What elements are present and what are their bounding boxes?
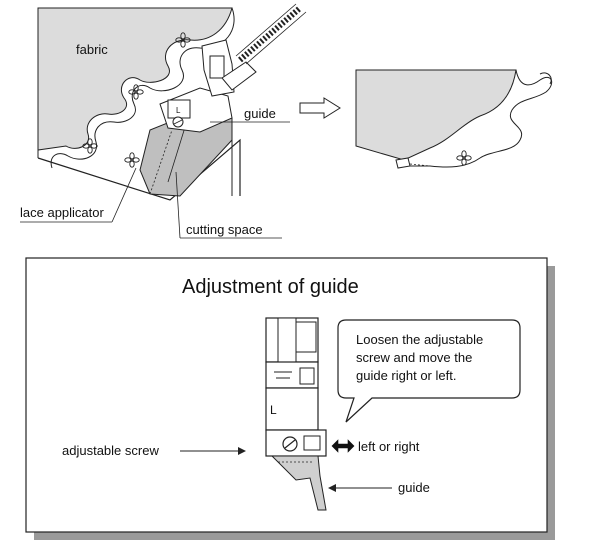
result-arrow-icon xyxy=(299,97,341,119)
flower-icon xyxy=(128,84,144,100)
adjustment-box: Adjustment of guide Loosen the adjustabl… xyxy=(25,257,555,540)
fabric-label: fabric xyxy=(76,42,108,57)
guide-blade xyxy=(270,455,327,511)
callout-line-3: guide right or left. xyxy=(356,368,456,383)
lace-applicator-label: lace applicator xyxy=(20,205,104,220)
callout-bubble xyxy=(337,319,521,423)
callout-line-1: Loosen the adjustable xyxy=(356,332,483,347)
finished-lace-border xyxy=(404,69,553,168)
applicator-plate xyxy=(139,109,233,197)
left-or-right-label: left or right xyxy=(358,439,420,454)
fabric-sheet xyxy=(37,7,233,151)
sewing-bed xyxy=(37,138,241,201)
callout-line-2: screw and move the xyxy=(356,350,472,365)
presser-foot-side-view: L xyxy=(265,317,327,511)
foot-letter-l: L xyxy=(176,106,181,115)
cutting-space-label: cutting space xyxy=(186,222,263,237)
lace-border xyxy=(50,7,235,169)
stitch-chain xyxy=(238,5,302,63)
adjustable-screw-label: adjustable screw xyxy=(62,443,159,458)
guide-pointer-arrowhead xyxy=(328,484,336,492)
flower-icon xyxy=(456,150,472,166)
guide-label-bottom: guide xyxy=(398,480,430,495)
foot-letter-l-side: L xyxy=(270,403,277,417)
lace-applicator-diagram: L fabric guide lace applicator cutting s… xyxy=(20,3,307,239)
finished-result-diagram xyxy=(355,69,553,169)
left-right-arrow-icon xyxy=(331,439,355,453)
flower-icon xyxy=(124,152,140,168)
screw-pointer-arrowhead xyxy=(238,447,246,455)
finished-fabric xyxy=(355,69,517,161)
guide-label-top: guide xyxy=(244,106,276,121)
adjustment-title: Adjustment of guide xyxy=(182,276,359,298)
